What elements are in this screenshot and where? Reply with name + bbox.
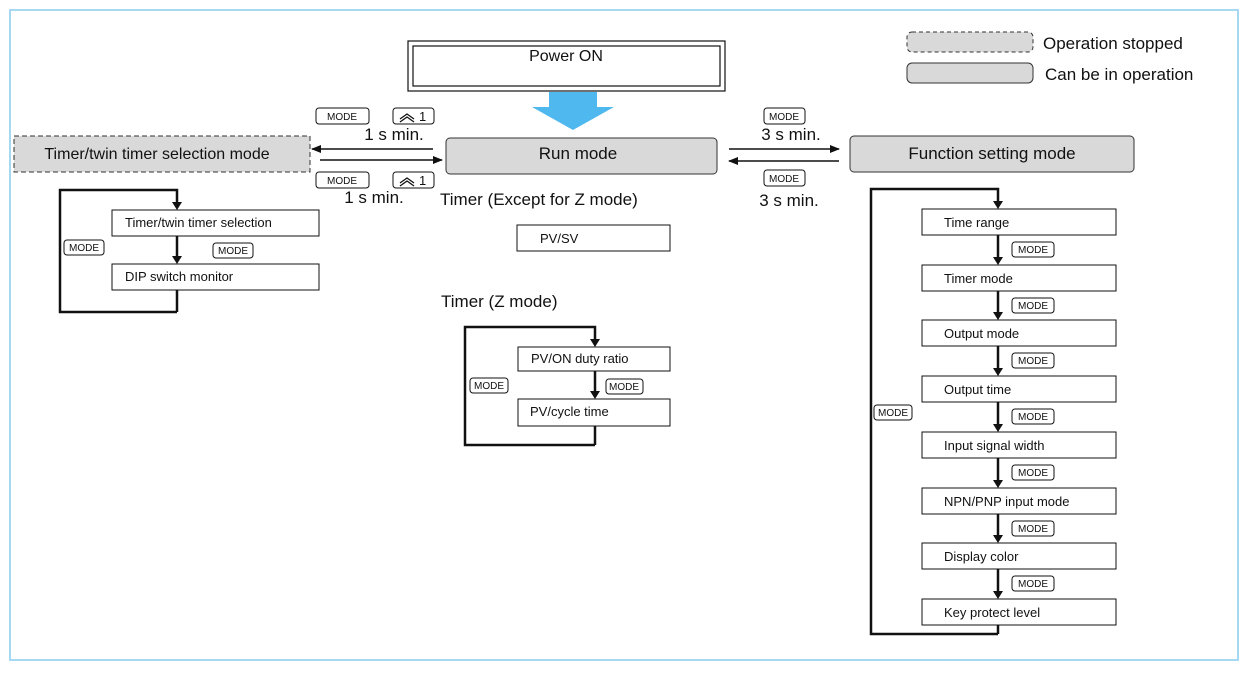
legend-stopped-label: Operation stopped: [1043, 34, 1183, 53]
input-signal-width-label: Input signal width: [944, 438, 1044, 453]
timer-select-loop: [58, 188, 182, 314]
key-protect-level-box: Key protect level: [921, 598, 1117, 626]
output-mode-box: Output mode: [921, 319, 1117, 347]
flow-arrow: [993, 346, 1003, 376]
time-range-box: Time range: [921, 208, 1117, 236]
flow-arrow: [993, 514, 1003, 543]
timer-select-mode-key: MODE: [212, 242, 254, 259]
npn-pnp-input-mode-label: NPN/PNP input mode: [944, 494, 1070, 509]
input-signal-width-box: Input signal width: [921, 431, 1117, 459]
function-mode-key: MODE: [1011, 464, 1055, 481]
timer-select-mode-label: Timer/twin timer selection mode: [44, 146, 269, 163]
flow-arrow: [993, 402, 1003, 432]
function-mode-key: MODE: [1011, 575, 1055, 592]
timer-select-loop-mode-key: MODE: [63, 239, 105, 256]
pv-sv-label: PV/SV: [540, 231, 579, 246]
function-setting-loop-mode-key: MODE: [873, 404, 913, 421]
diagram-frame: [9, 9, 1239, 661]
time-range-label: Time range: [944, 215, 1009, 230]
run-mode-box: Run mode: [445, 137, 718, 175]
flow-arrow: [993, 458, 1003, 488]
timer-select-mode-box: Timer/twin timer selection mode: [13, 135, 311, 173]
mode-key-label: MODE: [327, 176, 357, 187]
timer-twin-selection-box: Timer/twin timer selection: [111, 209, 320, 237]
key-protect-level-label: Key protect level: [944, 605, 1040, 620]
flow-arrow: [993, 291, 1003, 320]
timer-z-loop-mode-key: MODE: [469, 377, 509, 394]
timer-z-heading: Timer (Z mode): [441, 292, 558, 311]
mode-key-label: MODE: [474, 381, 504, 392]
function-mode-key: MODE: [1011, 520, 1055, 537]
mode-key-label: MODE: [69, 243, 99, 254]
mode-key-label: MODE: [1018, 412, 1048, 423]
mode-key-label: MODE: [769, 174, 799, 185]
pv-cycle-time-box: PV/cycle time: [517, 398, 671, 427]
timer-z-loop: [463, 325, 600, 447]
power-on-label: Power ON: [529, 48, 603, 65]
mode-key-label: MODE: [1018, 468, 1048, 479]
power-on-box: Power ON: [407, 40, 726, 92]
mode-key-label: MODE: [1018, 524, 1048, 535]
left-bottom-time-label: 1 s min.: [344, 188, 404, 207]
pv-sv-box: PV/SV: [516, 224, 671, 252]
mode-key-label: MODE: [769, 112, 799, 123]
mode-key-label: MODE: [1018, 301, 1048, 312]
dip-switch-monitor-label: DIP switch monitor: [125, 269, 234, 284]
legend: Operation stopped Can be in operation: [906, 31, 1193, 84]
mode-key-label: MODE: [218, 246, 248, 257]
up-key-digit: 1: [419, 173, 426, 188]
timer-z-mode-key: MODE: [605, 378, 644, 395]
right-bottom-key: MODE: [763, 169, 806, 187]
output-time-label: Output time: [944, 382, 1011, 397]
left-top-time-label: 1 s min.: [364, 125, 424, 144]
function-setting-mode-box: Function setting mode: [849, 135, 1135, 173]
output-mode-label: Output mode: [944, 326, 1019, 341]
flow-arrow: [993, 569, 1003, 599]
function-setting-mode-label: Function setting mode: [908, 144, 1075, 163]
mode-key-label: MODE: [327, 112, 357, 123]
function-mode-key: MODE: [1011, 241, 1055, 258]
pv-cycle-time-label: PV/cycle time: [530, 404, 609, 419]
pv-on-duty-ratio-box: PV/ON duty ratio: [517, 346, 671, 372]
npn-pnp-input-mode-box: NPN/PNP input mode: [921, 487, 1117, 515]
right-top-key: MODE: [763, 107, 806, 125]
right-top-time-label: 3 s min.: [761, 125, 821, 144]
up-key-digit: 1: [419, 109, 426, 124]
left-bottom-keys: MODE 1: [315, 171, 435, 189]
timer-mode-box: Timer mode: [921, 264, 1117, 292]
display-color-box: Display color: [921, 542, 1117, 570]
legend-operation-swatch: [906, 62, 1034, 84]
right-bottom-time-label: 3 s min.: [759, 191, 819, 210]
left-top-keys: MODE 1: [315, 107, 435, 125]
mode-key-label: MODE: [878, 408, 908, 419]
power-on-arrow: [532, 92, 614, 130]
function-mode-key: MODE: [1011, 297, 1055, 314]
timer-except-z-heading: Timer (Except for Z mode): [440, 190, 638, 209]
mode-key-label: MODE: [1018, 356, 1048, 367]
timer-mode-label: Timer mode: [944, 271, 1013, 286]
run-mode-label: Run mode: [539, 144, 617, 163]
legend-operation-label: Can be in operation: [1045, 65, 1193, 84]
mode-key-label: MODE: [1018, 245, 1048, 256]
function-mode-key: MODE: [1011, 408, 1055, 425]
dip-switch-monitor-box: DIP switch monitor: [111, 263, 320, 291]
legend-stopped-swatch: [906, 31, 1034, 53]
timer-twin-selection-label: Timer/twin timer selection: [125, 215, 272, 230]
pv-on-duty-ratio-label: PV/ON duty ratio: [531, 351, 629, 366]
mode-key-label: MODE: [1018, 579, 1048, 590]
display-color-label: Display color: [944, 549, 1019, 564]
mode-key-label: MODE: [609, 382, 639, 393]
flow-arrow: [993, 235, 1003, 265]
function-mode-key: MODE: [1011, 352, 1055, 369]
output-time-box: Output time: [921, 375, 1117, 403]
